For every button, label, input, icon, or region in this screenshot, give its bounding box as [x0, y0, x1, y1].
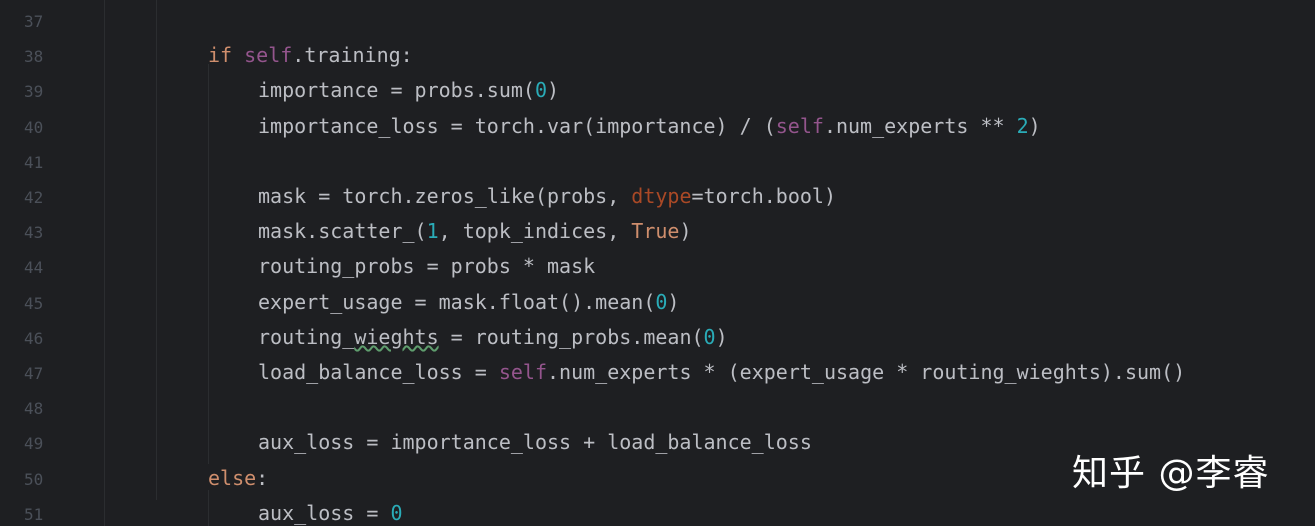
code-token-keyword: if [208, 43, 245, 68]
line-number: 51 [24, 504, 44, 524]
code-line[interactable]: aux_loss = importance_loss + load_balanc… [258, 430, 812, 454]
watermark: 知乎 @李睿 [1072, 453, 1270, 494]
code-token-plain-text: aux_loss = importance_loss + load_balanc… [258, 430, 812, 455]
code-token-plain-text: mask.scatter_( [258, 219, 427, 244]
code-token-plain-text: ) [547, 78, 560, 103]
code-token-plain-text: aux_loss = [258, 500, 391, 525]
code-token-self-keyword: self [775, 113, 824, 138]
code-token-number: 2 [1016, 113, 1029, 138]
code-token-self-keyword: self [498, 360, 547, 384]
code-token-plain-text: ) [1028, 113, 1041, 138]
line-number: 37 [24, 12, 44, 31]
code-token-plain-text: importance_loss = torch.var(importance) … [258, 113, 776, 138]
code-token-plain-text: .num_experts ** [823, 113, 1017, 138]
line-number: 39 [24, 82, 44, 102]
line-number: 43 [24, 223, 44, 243]
code-line[interactable]: mask = torch.zeros_like(probs, dtype=tor… [258, 184, 836, 208]
code-token-number: 0 [703, 324, 716, 349]
code-line[interactable]: load_balance_loss = self.num_experts * (… [258, 360, 1185, 384]
line-number: 40 [24, 117, 44, 137]
code-token-plain-text: ) [679, 219, 692, 244]
code-token-plain-text: = routing_probs.mean( [438, 324, 704, 349]
line-number: 50 [24, 469, 44, 489]
code-token-plain-text: , topk_indices, [438, 219, 632, 244]
code-token-plain-text: ) [715, 324, 728, 349]
code-token-self-keyword: self [244, 43, 293, 68]
code-token-plain-text: importance = probs.sum( [258, 78, 535, 103]
code-line[interactable]: if self.training: [208, 43, 413, 67]
code-token-plain-text: : [256, 465, 269, 490]
line-number: 47 [24, 364, 44, 383]
code-token-plain-text: wieghts [354, 324, 439, 349]
line-number: 48 [24, 399, 44, 419]
code-token-plain-text: mask = torch.zeros_like(probs, [258, 184, 632, 208]
indent-guide [156, 0, 157, 500]
code-line[interactable]: expert_usage = mask.float().mean(0) [258, 290, 679, 314]
code-line[interactable]: importance = probs.sum(0) [258, 78, 559, 102]
code-token-plain-text: routing_ [258, 324, 355, 349]
indent-guide [104, 0, 105, 526]
code-line[interactable]: mask.scatter_(1, topk_indices, True) [258, 219, 692, 243]
code-token-number: 0 [655, 289, 668, 314]
indent-guide [208, 490, 209, 526]
code-token-plain-text: expert_usage = mask.float().mean( [258, 289, 656, 314]
code-line[interactable]: importance_loss = torch.var(importance) … [258, 114, 1041, 138]
code-token-keyword: else [208, 465, 257, 490]
line-number: 46 [24, 328, 44, 348]
code-line[interactable]: routing_probs = probs * mask [258, 254, 595, 278]
line-number-gutter: 37 38 39 40 41 42 43 44 45 46 47 48 49 50 51 [0, 0, 60, 526]
code-token-keyword: True [631, 219, 680, 244]
line-number: 41 [24, 152, 44, 172]
line-number: 49 [24, 434, 44, 454]
line-number: 42 [24, 188, 44, 207]
line-number: 44 [24, 258, 44, 278]
code-token-number: 1 [426, 219, 439, 244]
code-token-plain-text: routing_probs = probs * mask [258, 254, 596, 279]
code-token-plain-text: =torch.bool) [691, 184, 837, 208]
code-token-plain-text: .num_experts * (expert_usage * routing_w… [547, 360, 1186, 384]
code-line[interactable]: else: [208, 466, 268, 490]
code-token-plain-text: load_balance_loss = [258, 360, 499, 384]
code-line[interactable]: routing_wieghts = routing_probs.mean(0) [258, 325, 728, 349]
code-line[interactable]: aux_loss = 0 [258, 501, 403, 525]
code-token-named-arg: dtype [631, 184, 692, 208]
line-number: 38 [24, 47, 44, 67]
code-token-number: 0 [390, 500, 403, 525]
code-token-plain-text: ) [667, 289, 680, 314]
code-token-plain-text: .training: [292, 43, 413, 68]
line-number: 45 [24, 293, 44, 313]
indent-guide [208, 64, 209, 464]
code-token-number: 0 [534, 78, 547, 103]
